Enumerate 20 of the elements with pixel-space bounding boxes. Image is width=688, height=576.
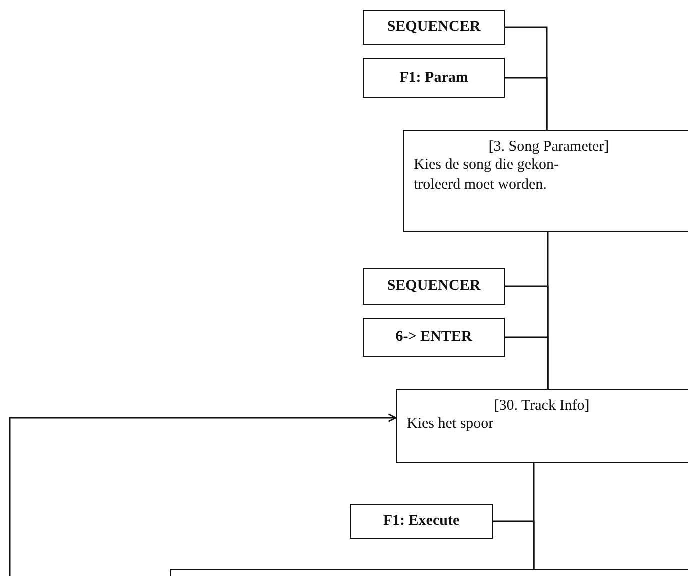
connector-line [505, 336, 549, 389]
key-label: SEQUENCER [387, 19, 481, 36]
key-label: F1: Execute [383, 513, 460, 530]
key-box [363, 58, 505, 98]
key-box [363, 318, 505, 357]
screen-title: [3. Song Parameter] [488, 139, 610, 156]
connector-line [505, 77, 548, 130]
connector-line [493, 520, 535, 569]
key-label: 6-> ENTER [396, 329, 472, 346]
arrow [9, 414, 397, 576]
key-box [363, 10, 505, 45]
process-box [403, 130, 688, 232]
key-box [350, 504, 493, 539]
screen-title: [30. Track Info] [493, 398, 591, 415]
instruction-text: Kies de song die gekon- troleerd moet worden. [414, 156, 560, 194]
key-box [363, 268, 505, 305]
instruction-text: Kies het spoor [407, 415, 495, 434]
process-box [396, 389, 688, 463]
key-label: SEQUENCER [387, 278, 481, 295]
key-label: F1: Param [400, 70, 468, 86]
